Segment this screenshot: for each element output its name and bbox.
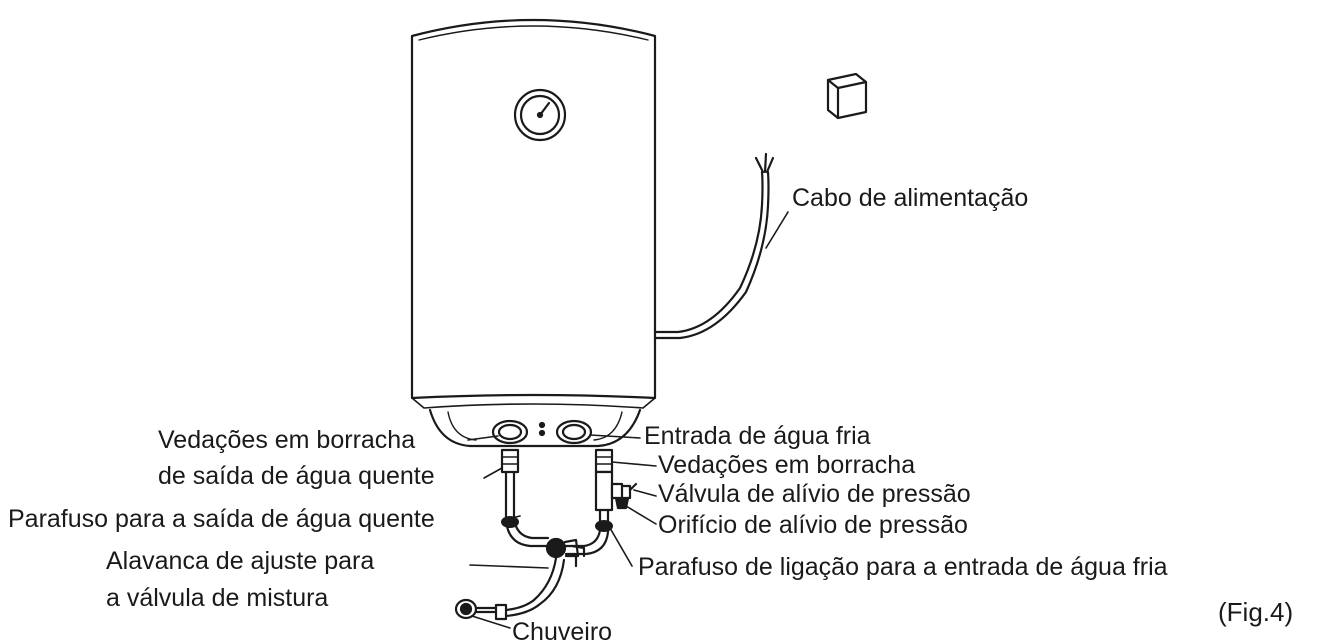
leader-relief-hole <box>625 505 657 525</box>
mixing-valve <box>545 537 586 568</box>
label-power-cable: Cabo de alimentação <box>792 184 1029 212</box>
label-cold-inlet-screw: Parafuso de ligação para a entrada de ág… <box>638 553 1168 581</box>
hot-water-pipe <box>500 448 550 548</box>
leader-hot-seal <box>467 435 499 441</box>
label-mix-lever-line2: a válvula de mistura <box>106 584 329 612</box>
cold-inlet-nozzle <box>555 419 593 445</box>
water-heater-tank <box>410 18 657 409</box>
leader-hot-outlet-screw <box>503 515 521 521</box>
hot-outlet-nozzle <box>491 419 529 445</box>
socket-box <box>826 72 868 120</box>
label-mix-lever-line1: Alavanca de ajuste para <box>106 547 375 575</box>
bottom-cover <box>428 408 642 448</box>
leader-power-cable <box>765 211 789 249</box>
figure-number: (Fig.4) <box>1218 597 1294 627</box>
leader-relief-valve <box>633 489 657 497</box>
label-hot-outlet-screw: Parafuso para a saída de água quente <box>8 505 435 533</box>
leader-cold-inlet <box>589 434 641 439</box>
pressure-relief-valve <box>610 482 638 510</box>
label-hot-seal-line2: de saída de água quente <box>158 462 435 490</box>
leader-mix-lever <box>469 564 549 569</box>
leader-shower <box>471 615 511 629</box>
power-cable <box>653 152 775 340</box>
leader-hot-seal-2 <box>483 467 503 479</box>
thermometer-gauge-icon <box>513 88 567 142</box>
shower-head-icon <box>454 598 478 620</box>
label-hot-seal-line1: Vedações em borracha <box>158 426 416 454</box>
label-relief-hole: Orifício de alívio de pressão <box>658 511 968 539</box>
label-cold-seal: Vedações em borracha <box>658 451 916 479</box>
leader-cold-inlet-screw <box>609 527 633 567</box>
leader-lines <box>467 211 789 629</box>
label-shower: Chuveiro <box>512 618 613 642</box>
label-cold-inlet: Entrada de água fria <box>644 422 871 450</box>
label-relief-valve: Válvula de alívio de pressão <box>658 480 971 508</box>
leader-cold-seal <box>611 461 657 467</box>
cold-water-pipe <box>564 448 614 556</box>
shower-hose <box>474 556 566 621</box>
